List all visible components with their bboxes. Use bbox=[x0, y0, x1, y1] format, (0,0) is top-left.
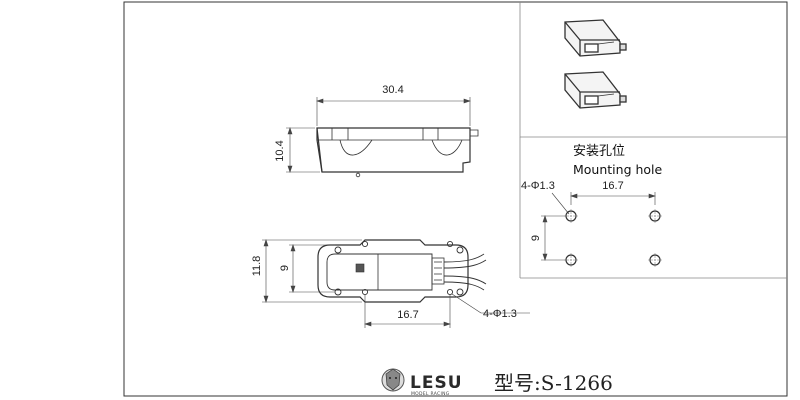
side-width-dimension bbox=[316, 97, 471, 126]
top-hole-spacing-dimension bbox=[364, 295, 451, 328]
mounting-width-label: 16.7 bbox=[602, 180, 623, 192]
mounting-hole-bottom-right bbox=[648, 253, 662, 267]
inset-frame bbox=[519, 2, 787, 138]
side-width-label: 30.4 bbox=[382, 84, 403, 96]
mounting-hole-top-left bbox=[564, 209, 578, 223]
side-height-label: 10.4 bbox=[274, 140, 286, 161]
top-inner-height-label: 9 bbox=[279, 265, 291, 271]
top-inner-height-dimension bbox=[289, 244, 335, 293]
mounting-title-cn: 安装孔位 bbox=[573, 144, 625, 159]
mounting-hole-label: 4-Φ1.3 bbox=[521, 180, 555, 192]
top-hole-spacing-label: 16.7 bbox=[397, 309, 418, 321]
top-outer-height-dimension bbox=[262, 239, 362, 303]
top-hole-leader bbox=[451, 293, 530, 314]
mounting-hole-bottom-left bbox=[564, 253, 578, 267]
side-height-dimension bbox=[286, 127, 320, 173]
brand-logo-subtext: MODEL RACING bbox=[411, 391, 450, 397]
top-hole-label: 4-Φ1.3 bbox=[483, 308, 517, 320]
product-render-bottom bbox=[564, 71, 627, 109]
sheet-border bbox=[123, 1, 788, 397]
brand-logo-text: LESU bbox=[410, 373, 463, 393]
top-outer-height-label: 11.8 bbox=[251, 256, 263, 277]
top-view bbox=[317, 239, 487, 303]
mounting-height-dimension bbox=[541, 215, 566, 261]
mounting-hole-leader bbox=[551, 192, 570, 215]
side-view bbox=[316, 127, 479, 178]
mounting-title-en: Mounting hole bbox=[573, 162, 663, 177]
mounting-height-label: 9 bbox=[530, 235, 542, 241]
lion-logo-icon bbox=[381, 368, 405, 392]
product-render-top bbox=[564, 19, 627, 57]
mounting-hole-top-right bbox=[648, 209, 662, 223]
mounting-width-dimension bbox=[570, 192, 656, 205]
model-number: 型号:S-1266 bbox=[494, 371, 613, 395]
